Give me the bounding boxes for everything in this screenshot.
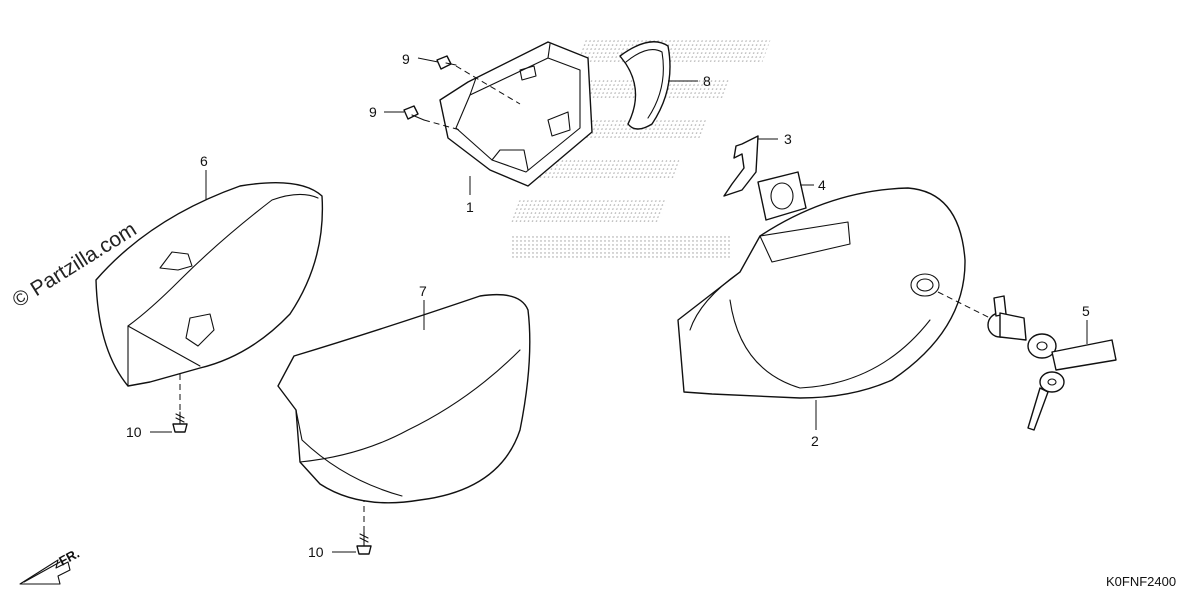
- part-7-center-cover: [277, 293, 531, 504]
- part-1-inner-cover: [439, 41, 593, 187]
- part-9-bolt-lower: [403, 105, 425, 121]
- callout-4: 4: [818, 177, 826, 193]
- part-2-right-side-cover: [677, 187, 966, 399]
- part-3-clip: [723, 135, 759, 197]
- part-6-left-side-cover: [95, 182, 324, 387]
- callout-8: 8: [703, 73, 711, 89]
- part-9-bolt-upper: [436, 55, 457, 70]
- part-5-lock-keys: [987, 295, 1117, 431]
- front-label: FR.: [56, 546, 82, 569]
- part-8-seal: [619, 41, 671, 130]
- front-arrow: FR.: [19, 546, 82, 585]
- callout-9-lower: 9: [369, 104, 377, 120]
- diagram-code: K0FNF2400: [1106, 574, 1176, 589]
- leader-lines: [150, 57, 1088, 553]
- callout-10-upper: 10: [126, 424, 142, 440]
- part-4-grommet: [757, 171, 807, 221]
- callout-1: 1: [466, 199, 474, 215]
- callout-2: 2: [811, 433, 819, 449]
- stipple-background: [509, 40, 771, 260]
- assembly-lines: [179, 65, 991, 532]
- callouts: 1 2 3 4 5 6 7 8 9 9 10 10: [126, 51, 1090, 560]
- callout-10-lower: 10: [308, 544, 324, 560]
- callout-3: 3: [784, 131, 792, 147]
- callout-6: 6: [200, 153, 208, 169]
- callout-7: 7: [419, 283, 427, 299]
- callout-5: 5: [1082, 303, 1090, 319]
- part-10-screw-lower: [356, 531, 372, 555]
- part-10-screw-upper: [172, 411, 188, 433]
- callout-9-upper: 9: [402, 51, 410, 67]
